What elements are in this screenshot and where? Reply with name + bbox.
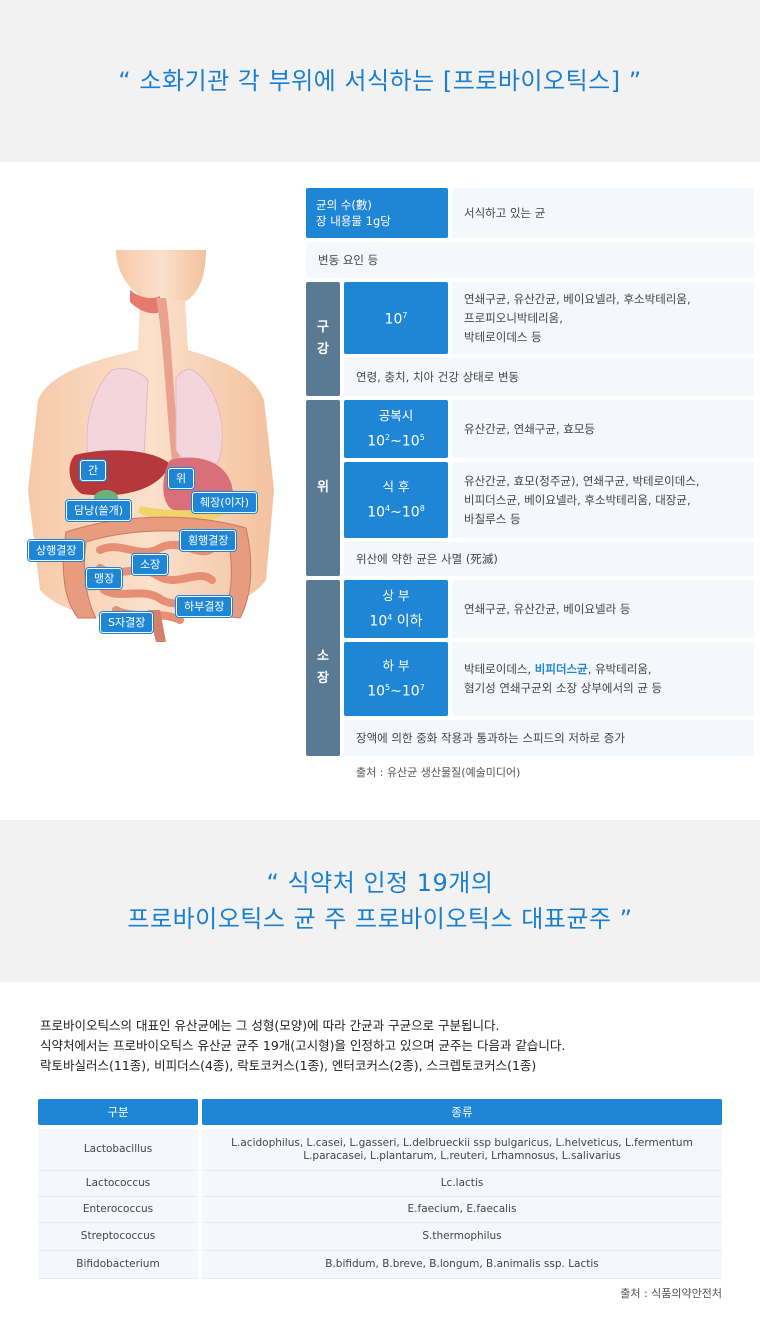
fed-exp-b: 8 [419,504,425,514]
si-label-2: 장 [317,671,329,686]
table1-source: 출처 : 유산균 생산물질(예술미디어) [356,766,521,779]
table-row-category: Lactobacillus [38,1129,198,1171]
oral-factor: 연령, 충치, 치아 건강 상태로 변동 [344,358,754,396]
table-row-species: Lc.lactis [202,1171,722,1197]
label-liver: 간 [80,460,107,481]
label-cecum: 맹장 [86,568,123,589]
si-lower-sep: ~ [390,683,402,700]
header-count-line1: 균의 수(數) [316,198,372,212]
section-title-2: “ 식약처 인정 19개의 프로바이오틱스 균 주 프로바이오틱스 대표균주 ” [127,865,632,937]
fasting-exp-b: 5 [419,433,425,443]
fed-species-1: 유산간균, 효모(정주균), 연쇄구균, 박테로이데스, [464,473,700,488]
table-row-category: Lactococcus [38,1171,198,1197]
fed-count-b: 10 [401,504,420,521]
fed-sep: ~ [390,504,402,521]
header-species: 서식하고 있는 균 [452,188,754,238]
label-transverse-colon: 횡행결장 [180,530,237,551]
label-small-intestine: 소장 [132,554,169,575]
si-lower-species-1a: 박테로이데스, [464,662,535,676]
header-factor: 변동 요인 등 [306,242,754,278]
section-header-band-2: “ 식약처 인정 19개의 프로바이오틱스 균 주 프로바이오틱스 대표균주 ” [0,820,760,982]
oral-label: 구 강 [306,282,340,396]
intro-paragraph: 프로바이오틱스의 대표인 유산균에는 그 성형(모양)에 따라 간균과 구균으로… [40,1016,730,1076]
header-count: 균의 수(數) 장 내용물 1g당 [306,188,448,238]
label-pancreas: 췌장(이자) [192,492,258,513]
si-lower-count: 하 부 105~107 [344,642,448,716]
section-title: “ 소화기관 각 부위에 서식하는 [프로바이오틱스] ” [118,67,642,95]
header-count-line2: 장 내용물 1g당 [316,214,391,228]
fed-exp-a: 4 [385,504,391,514]
si-upper-count: 상 부 104 이하 [344,580,448,638]
section-title-2-line1: “ 식약처 인정 19개의 [266,869,494,897]
intro-line-3: 락토바실러스(11종), 비피더스(4종), 락토코커스(1종), 엔터코커스(… [40,1058,537,1073]
label-ascending-colon: 상행결장 [28,540,85,561]
stomach-fed-count: 식 후 104~108 [344,462,448,538]
oral-count-base: 10 [384,311,403,328]
oral-species: 연쇄구균, 유산간균, 베이요넬라, 후소박테리움, 프로피오니박테리움, 박테… [452,282,754,354]
fasting-title: 공복시 [378,408,414,424]
oral-species-3: 박테로이데스 등 [464,329,542,344]
species-line-1: L.acidophilus, L.casei, L.gasseri, L.del… [231,1136,693,1149]
oral-label-1: 구 [317,320,329,335]
intro-line-2: 식약처에서는 프로바이오틱스 유산균 균주 19개(고시형)을 인정하고 있으며… [40,1038,566,1053]
si-lower-species-highlight: 비피더스균 [534,662,588,676]
table-row-species: S.thermophilus [202,1223,722,1251]
fasting-count-a: 10 [367,433,386,450]
fasting-exp-a: 2 [385,433,391,443]
label-stomach: 위 [168,468,195,489]
stomach-fed-species: 유산간균, 효모(정주균), 연쇄구균, 박테로이데스, 비피더스균, 베이요넬… [452,462,754,538]
oral-species-2: 프로피오니박테리움, [464,310,563,325]
oral-count-exp: 7 [402,311,408,321]
section-title-2-line2: 프로바이오틱스 균 주 프로바이오틱스 대표균주 ” [127,905,633,933]
si-lower-count-a: 10 [367,683,386,700]
label-descending-colon: 하부결장 [176,596,233,617]
oral-count: 107 [344,282,448,354]
small-intestine-label: 소 장 [306,580,340,756]
species-line-2: L.paracasei, L.plantarum, L.reuteri, Lrh… [303,1149,621,1162]
oral-species-1: 연쇄구균, 유산간균, 베이요넬라, 후소박테리움, [464,291,691,306]
fed-count-a: 10 [367,504,386,521]
stomach-fasting-count: 공복시 102~105 [344,400,448,458]
table-row-category: Enterococcus [38,1197,198,1223]
intro-line-1: 프로바이오틱스의 대표인 유산균에는 그 성형(모양)에 따라 간균과 구균으로… [40,1018,500,1033]
si-factor: 장액에 의한 중화 작용과 통과하는 스피드의 저하로 증가 [344,720,754,756]
header-species: 종류 [202,1099,722,1125]
si-lower-species-2: 혐기성 연쇄구균외 소장 상부에서의 균 등 [464,681,663,695]
body-figure-icon [28,250,274,642]
stomach-label: 위 [306,400,340,576]
table-row-category: Bifidobacterium [38,1251,198,1279]
oral-label-2: 강 [317,342,329,357]
si-label-1: 소 [317,649,329,664]
stomach-factor: 위산에 약한 균은 사멸 (死滅) [344,542,754,576]
fed-species-2: 비피더스균, 베이요넬라, 후소박테리움, 대장균, [464,492,691,507]
si-upper-suffix: 이하 [392,613,423,630]
label-gallbladder: 담낭(쓸개) [66,500,132,521]
si-upper-exp: 4 [387,613,393,623]
si-upper-base: 10 [369,613,388,630]
si-lower-count-b: 10 [401,683,420,700]
si-lower-species-1c: , 유박테리움, [587,662,652,676]
label-sigmoid-colon: S자결장 [100,612,154,633]
table-row-species: L.acidophilus, L.casei, L.gasseri, L.del… [202,1129,722,1171]
table-row-category: Streptococcus [38,1223,198,1251]
table-row-species: E.faecium, E.faecalis [202,1197,722,1223]
si-upper-species: 연쇄구균, 유산간균, 베이요넬라 등 [452,580,754,638]
table2-source: 출처 : 식품의약안전처 [620,1287,722,1300]
stomach-fasting-species: 유산간균, 연쇄구균, 효모등 [452,400,754,458]
si-lower-exp-b: 7 [419,683,425,693]
si-lower-exp-a: 5 [385,683,391,693]
si-lower-title: 하 부 [382,658,410,674]
digestive-system-illustration: 간 위 췌장(이자) 담낭(쓸개) 횡행결장 상행결장 소장 맹장 하부결장 S… [20,250,280,650]
fasting-count-b: 10 [401,433,420,450]
header-category: 구분 [38,1099,198,1125]
si-upper-title: 상 부 [382,588,410,604]
fasting-sep: ~ [390,433,402,450]
fed-species-3: 바칠루스 등 [464,511,521,526]
table-row-species: B.bifidum, B.breve, B.longum, B.animalis… [202,1251,722,1279]
fed-title: 식 후 [382,479,410,495]
section-header-band: “ 소화기관 각 부위에 서식하는 [프로바이오틱스] ” [0,0,760,162]
si-lower-species: 박테로이데스, 비피더스균, 유박테리움, 혐기성 연쇄구균외 소장 상부에서의… [452,642,754,716]
